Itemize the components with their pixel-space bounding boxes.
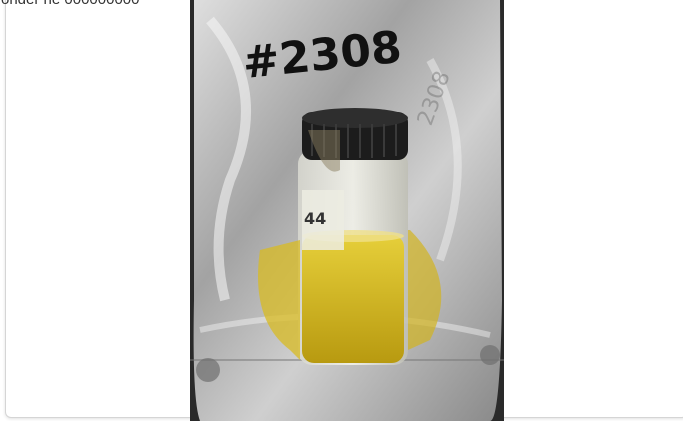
product-photo: #2308 44 2308: [190, 0, 504, 421]
vial-in-bag-illustration: #2308 44 2308: [190, 0, 504, 421]
vial-liquid: [302, 235, 404, 363]
partial-header-text: onder he 000000000: [1, 0, 139, 8]
vial-label: 44: [304, 209, 326, 228]
